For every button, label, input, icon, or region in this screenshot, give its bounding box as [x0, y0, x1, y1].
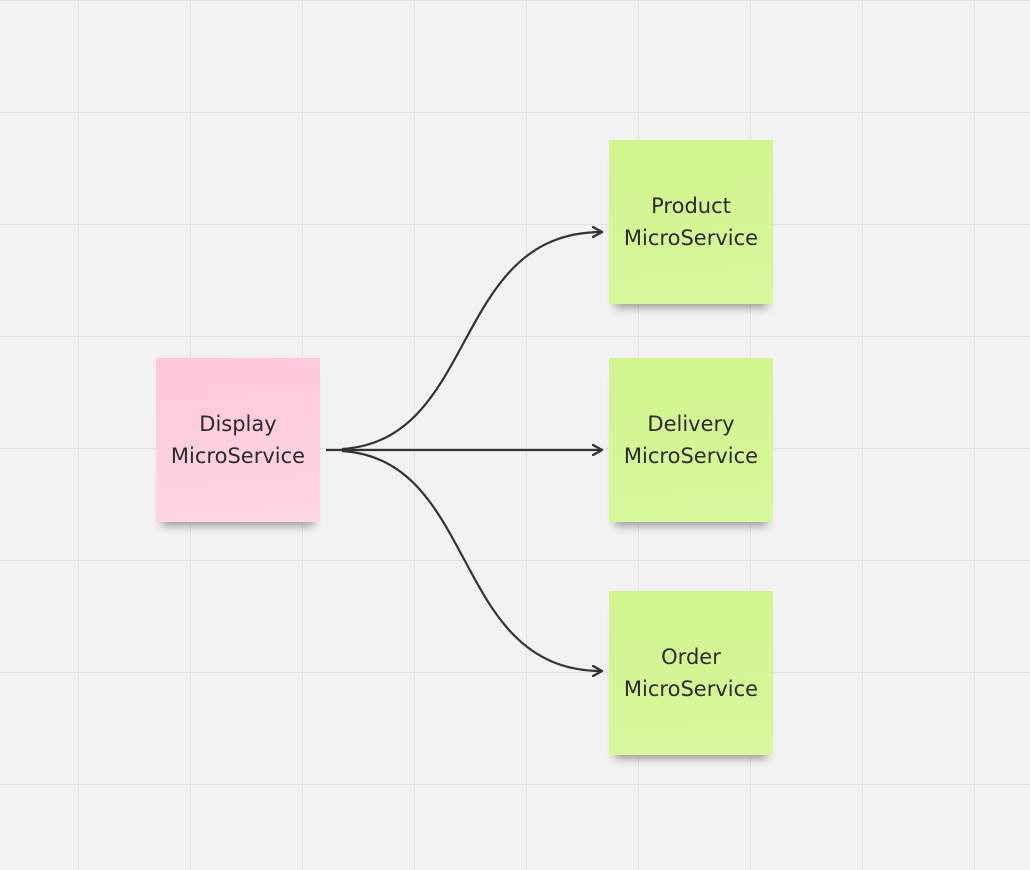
sticky-note-product[interactable]: Product MicroService — [609, 140, 773, 304]
sticky-note-display[interactable]: Display MicroService — [156, 358, 320, 522]
sticky-note-order[interactable]: Order MicroService — [609, 591, 773, 755]
sticky-note-text: Product MicroService — [623, 194, 759, 250]
sticky-note-text: Order MicroService — [623, 645, 759, 701]
connector-display-to-order[interactable] — [341, 449, 602, 671]
sticky-note-text: Delivery MicroService — [623, 412, 759, 468]
sticky-note-delivery[interactable]: Delivery MicroService — [609, 358, 773, 522]
connector-display-to-product[interactable] — [341, 232, 602, 451]
sticky-note-text: Display MicroService — [170, 412, 306, 468]
